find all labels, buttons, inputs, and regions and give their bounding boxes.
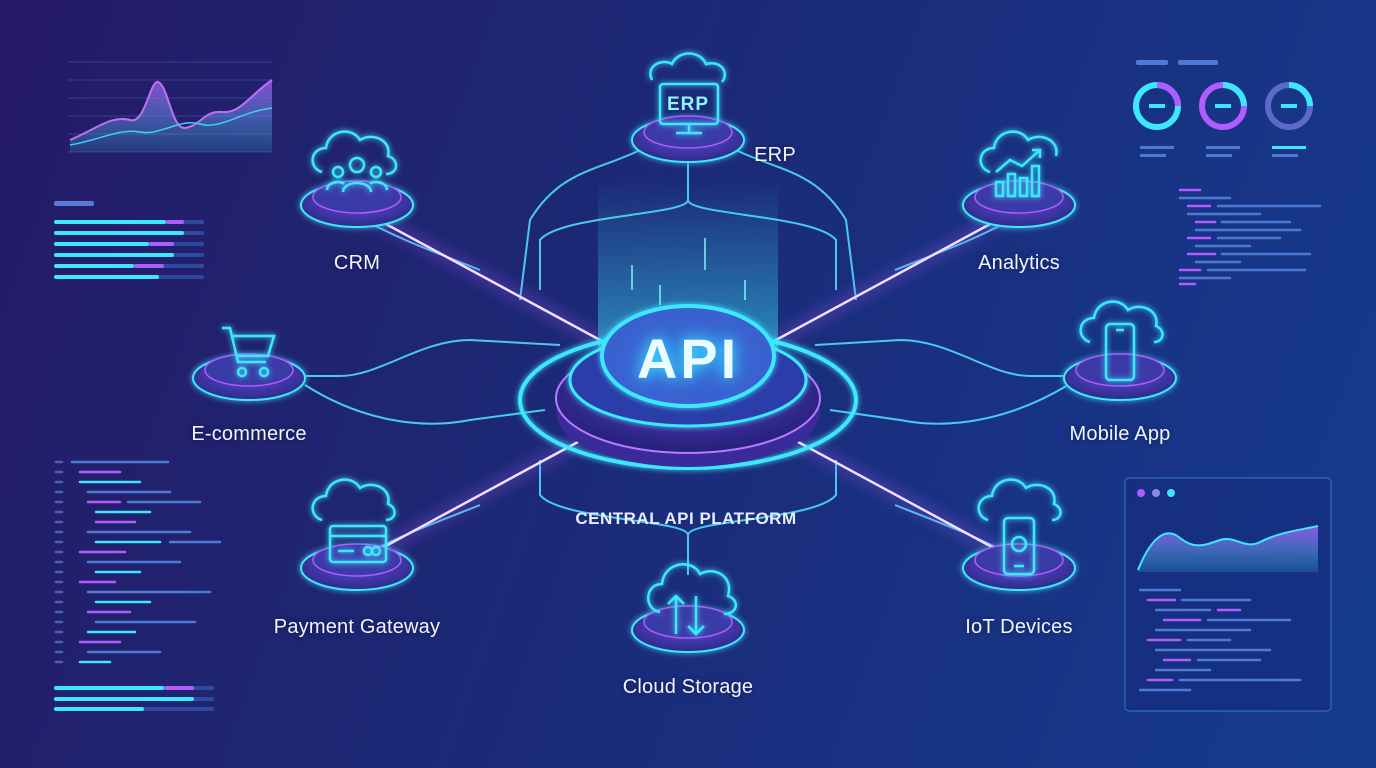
connector-storage: [539, 460, 689, 575]
connector-mobile-2: [829, 384, 1069, 425]
node-mobile-pod: [1063, 300, 1177, 401]
node-label-iot: IoT Devices: [965, 616, 1073, 638]
node-label-ecommerce: E-commerce: [191, 423, 307, 445]
bottom-right-window-panel: [1124, 477, 1332, 712]
node-crm-pod: [300, 130, 414, 228]
node-iot-pod: [962, 478, 1076, 591]
bottom-left-code-panel: [54, 460, 222, 664]
top-left-chart-panel: [68, 61, 273, 153]
node-label-analytics: Analytics: [978, 252, 1060, 274]
cloud-upload-icon: [647, 563, 737, 636]
cloud-device-icon: [977, 478, 1062, 576]
cloud-users-icon: [311, 130, 398, 193]
cloud-bar-chart-icon: [979, 130, 1058, 198]
connector-mobile: [814, 338, 1068, 377]
node-analytics-pod: [962, 130, 1076, 228]
node-label-payment: Payment Gateway: [273, 616, 441, 638]
central-api-hub: [518, 180, 858, 470]
glow-beams: [355, 205, 1021, 565]
shopping-cart-icon: [222, 326, 276, 378]
node-erp-pod: [631, 52, 745, 163]
connector-storage-2: [687, 460, 837, 575]
cloud-smartphone-icon: [1079, 300, 1164, 382]
bottom-left-bar-panel: [54, 686, 214, 711]
node-ecommerce-pod: [192, 326, 306, 401]
top-left-bar-panel: [54, 201, 204, 279]
cloud-credit-card-icon: [311, 478, 396, 564]
node-label-storage: Cloud Storage: [622, 676, 754, 698]
top-right-gauge-panel: [1133, 60, 1313, 157]
cloud-monitor-icon: [649, 52, 727, 135]
node-label-crm: CRM: [333, 252, 381, 274]
api-logo-text: API: [636, 327, 740, 390]
node-payment-pod: [300, 478, 414, 591]
central-api-platform-label: CENTRAL API PLATFORM: [575, 509, 797, 528]
connector-erp-3: [519, 149, 641, 301]
erp-screen-text: ERP: [666, 94, 710, 115]
connector-erp-4: [735, 149, 857, 301]
node-storage-pod: [631, 563, 745, 653]
node-label-erp: ERP: [754, 144, 796, 166]
node-label-mobile: Mobile App: [1069, 423, 1171, 445]
top-right-code-panel: [1178, 188, 1322, 286]
connector-ecom: [305, 338, 561, 377]
connector-ecom-2: [304, 384, 546, 425]
